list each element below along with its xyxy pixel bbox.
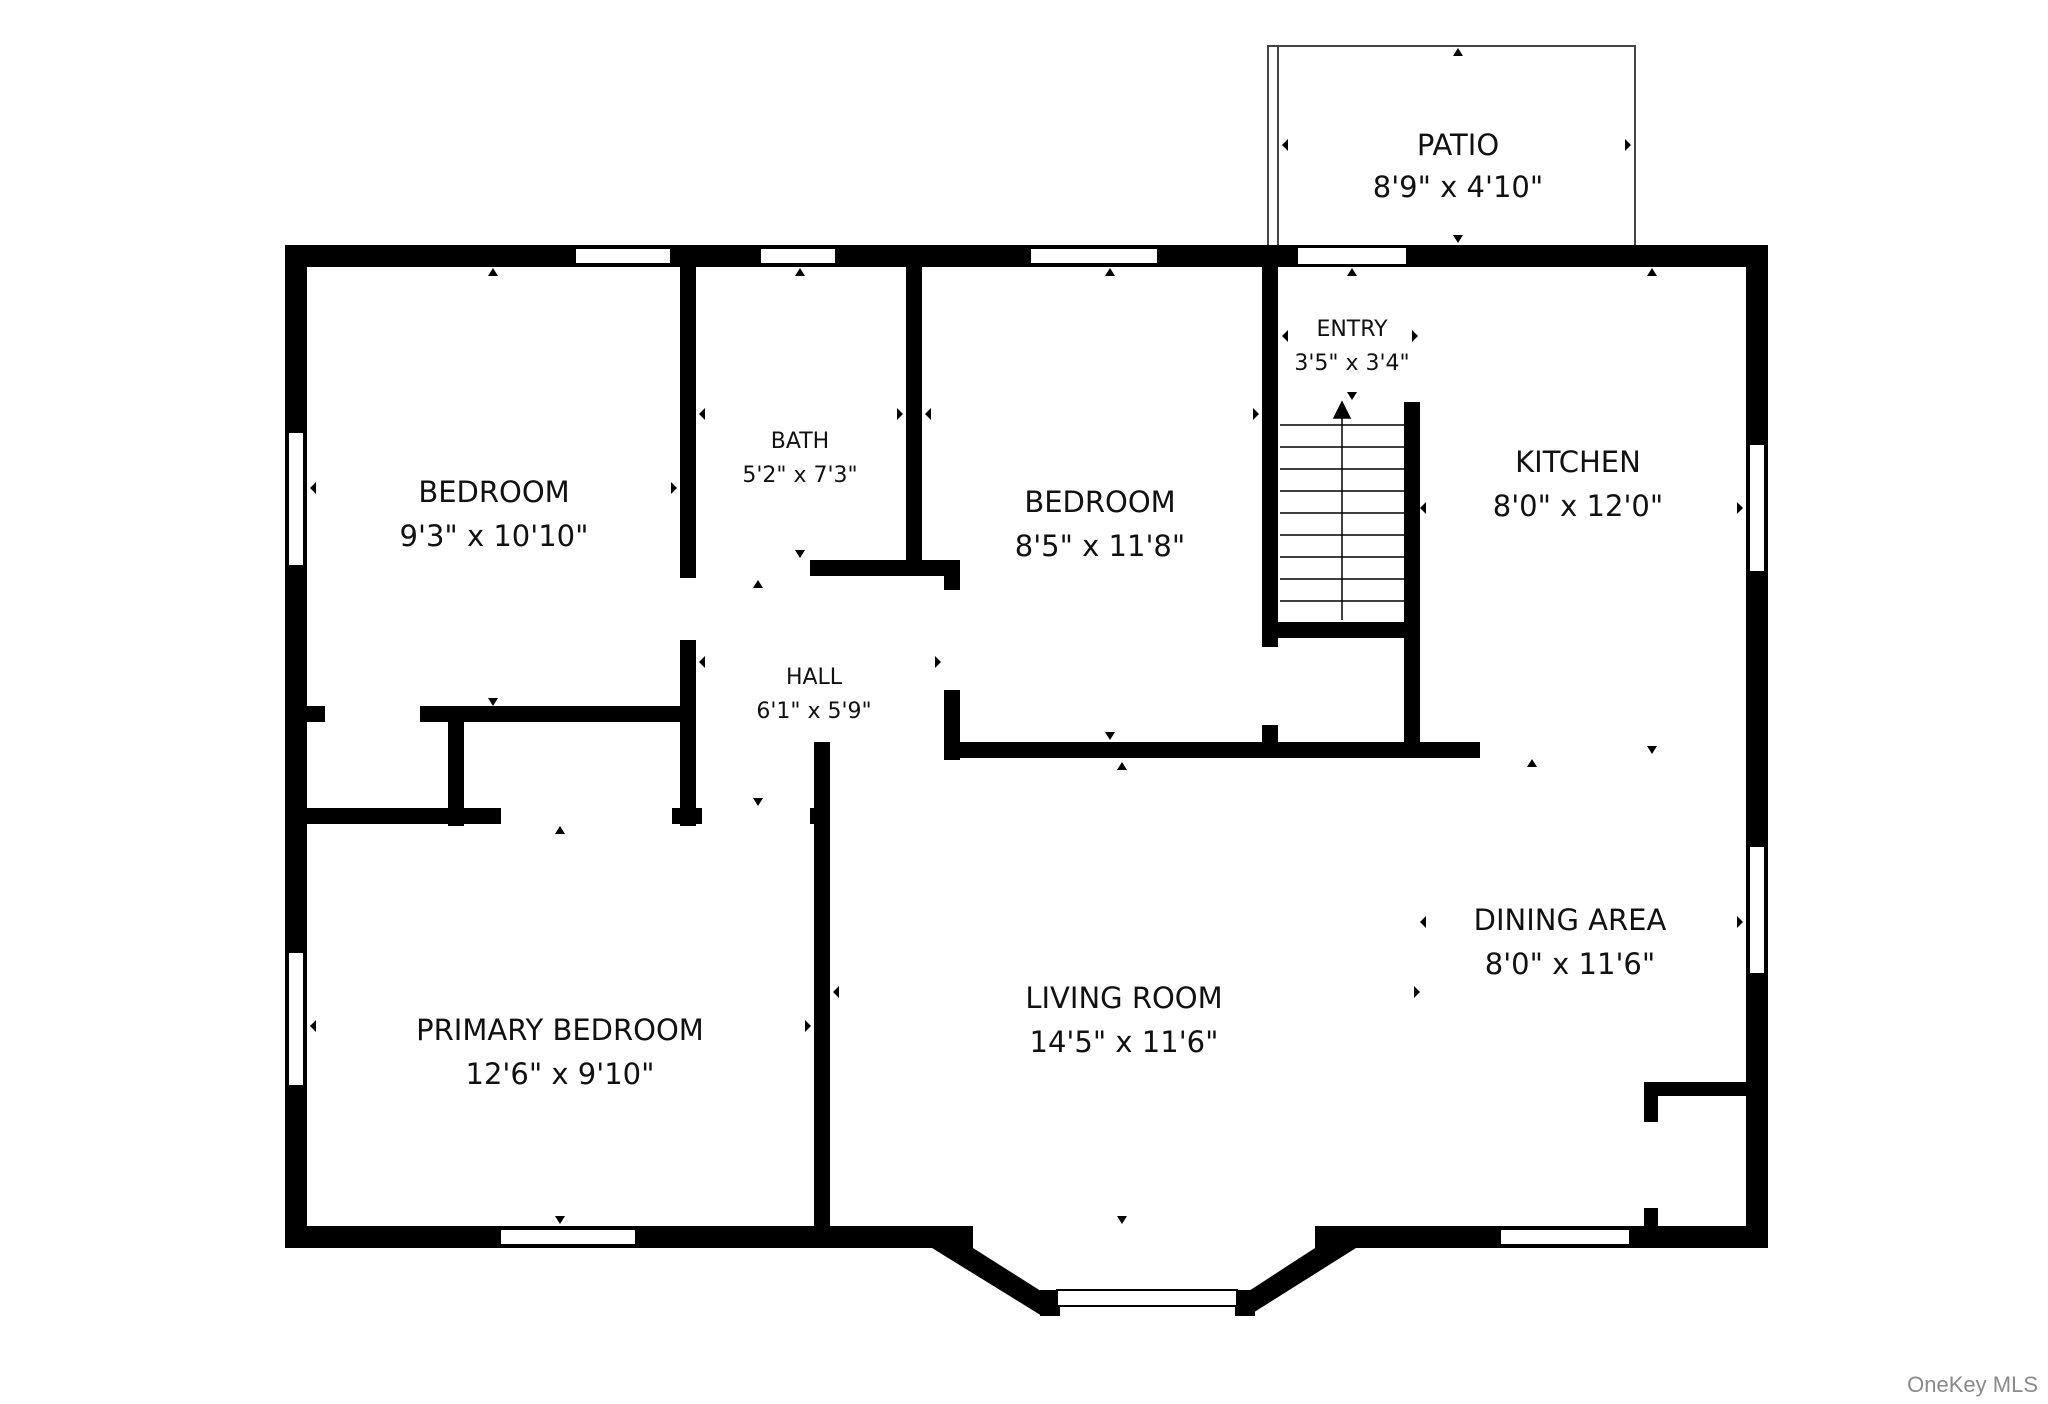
entry-name: ENTRY xyxy=(1316,317,1388,342)
room-labels: PATIO 8'9" x 4'10" ENTRY 3'5" x 3'4" BED… xyxy=(400,128,1667,1091)
kitchen-name: KITCHEN xyxy=(1515,445,1641,479)
kitchen-dims: 8'0" x 12'0" xyxy=(1493,489,1663,523)
entry-dims: 3'5" x 3'4" xyxy=(1294,351,1409,376)
hall-name: HALL xyxy=(786,665,843,690)
bedroom-nw-name: BEDROOM xyxy=(418,475,569,509)
windows xyxy=(287,247,1766,1307)
dimension-markers xyxy=(310,48,1743,1224)
stairs xyxy=(1280,400,1404,620)
bath-name: BATH xyxy=(771,429,829,454)
bath-dims: 5'2" x 7'3" xyxy=(742,463,857,488)
patio-dims: 8'9" x 4'10" xyxy=(1373,170,1543,204)
bedroom-nw-dims: 9'3" x 10'10" xyxy=(400,519,589,553)
interior-walls xyxy=(285,260,1764,1236)
hall-dims: 6'1" x 5'9" xyxy=(756,699,871,724)
living-name: LIVING ROOM xyxy=(1025,981,1222,1015)
dining-name: DINING AREA xyxy=(1474,903,1667,937)
living-dims: 14'5" x 11'6" xyxy=(1030,1025,1219,1059)
bedroom-mid-dims: 8'5" x 11'8" xyxy=(1015,529,1185,563)
primary-dims: 12'6" x 9'10" xyxy=(466,1057,655,1091)
primary-name: PRIMARY BEDROOM xyxy=(416,1013,704,1047)
bedroom-mid-name: BEDROOM xyxy=(1024,485,1175,519)
patio-outline xyxy=(1267,45,1636,246)
dining-dims: 8'0" x 11'6" xyxy=(1485,947,1655,981)
watermark: OneKey MLS xyxy=(1907,1372,2038,1397)
patio-name: PATIO xyxy=(1417,128,1499,162)
